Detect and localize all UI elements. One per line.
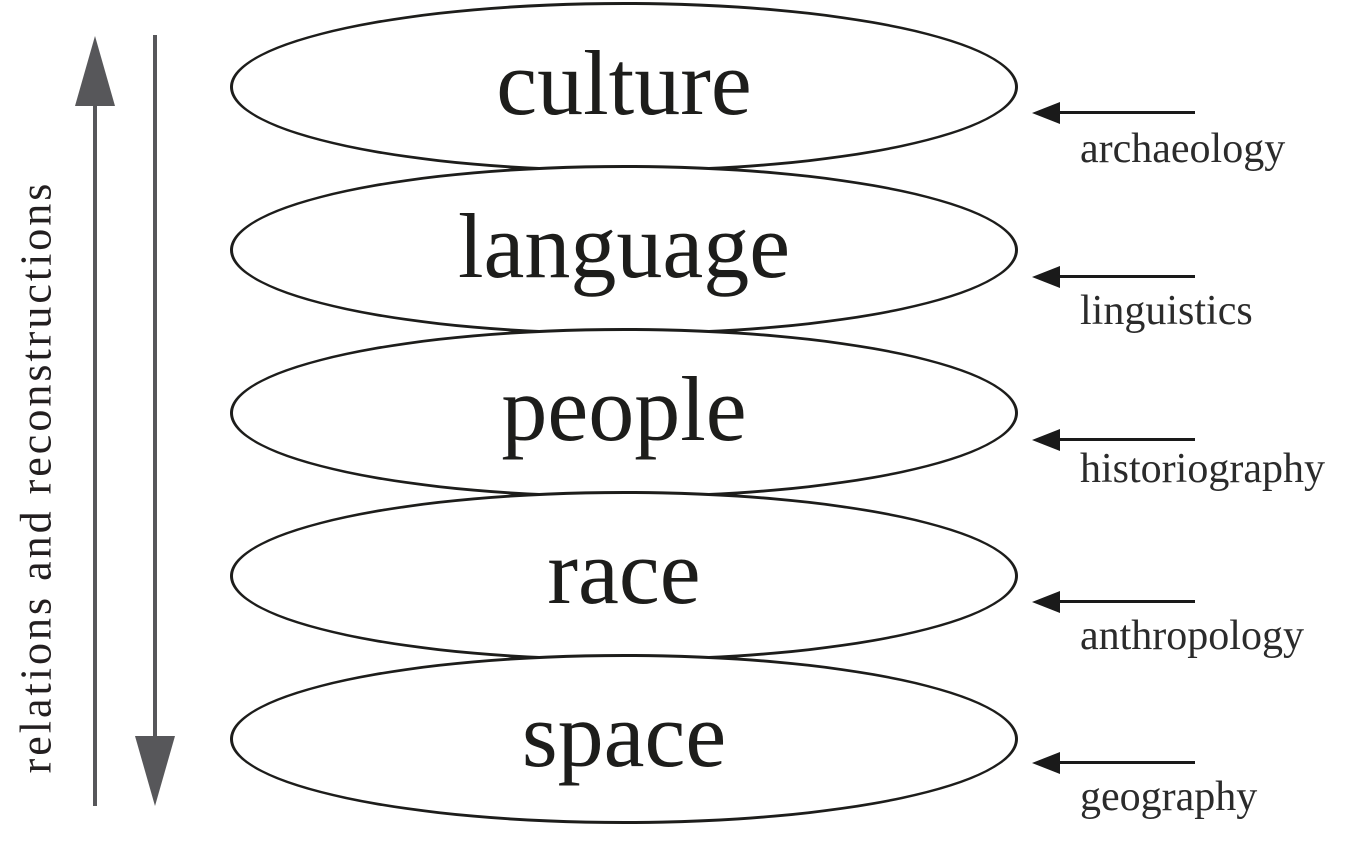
arrow-shaft (1054, 275, 1195, 278)
discipline-label-linguistics: linguistics (1080, 288, 1253, 334)
discipline-label-archaeology: archaeology (1080, 126, 1286, 172)
left-arrow-icon (1032, 428, 1195, 452)
arrowhead-icon (1032, 752, 1060, 774)
layer-ellipse-language: language (230, 165, 1018, 335)
up-arrow-icon (75, 36, 115, 106)
arrowhead-icon (1032, 266, 1060, 288)
discipline-label-geography: geography (1080, 774, 1258, 820)
arrowhead-icon (1032, 429, 1060, 451)
layer-ellipse-race: race (230, 491, 1018, 661)
up-arrow-shaft (93, 102, 97, 806)
left-arrow-icon (1032, 101, 1195, 125)
axis-label: relations and reconstructions (11, 180, 61, 774)
down-arrow-shaft (153, 35, 157, 737)
arrowhead-icon (1032, 591, 1060, 613)
discipline-label-anthropology: anthropology (1080, 613, 1304, 659)
arrow-shaft (1054, 600, 1195, 603)
discipline-label-historiography: historiography (1080, 446, 1325, 492)
arrowhead-icon (1032, 102, 1060, 124)
layer-label: language (457, 195, 791, 297)
layer-ellipse-people: people (230, 328, 1018, 498)
arrow-shaft (1054, 111, 1195, 114)
layer-ellipse-culture: culture (230, 2, 1018, 172)
down-arrow-icon (135, 736, 175, 806)
arrow-shaft (1054, 438, 1195, 441)
arrow-shaft (1054, 761, 1195, 764)
layer-label: people (501, 358, 747, 460)
layer-label: race (547, 521, 701, 623)
layer-label: space (521, 684, 727, 786)
layer-ellipse-space: space (230, 654, 1018, 824)
left-arrow-icon (1032, 265, 1195, 289)
left-arrow-icon (1032, 751, 1195, 775)
left-arrow-icon (1032, 590, 1195, 614)
layer-label: culture (496, 32, 752, 134)
